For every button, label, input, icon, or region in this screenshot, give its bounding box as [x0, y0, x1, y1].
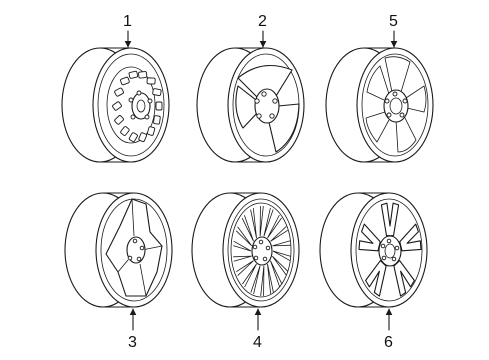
wheel-6-split-spoke: 6 — [319, 192, 428, 351]
wheel-slot — [112, 101, 122, 111]
wheel-spoke — [267, 214, 282, 239]
wheel-spoke — [267, 263, 274, 294]
callout-2: 2 — [258, 13, 267, 30]
wheel-slot — [138, 132, 147, 143]
callout-3: 3 — [128, 334, 137, 351]
alloy-wheel-5-spoke-flat-icon — [64, 192, 173, 308]
wheel-slot — [155, 101, 163, 111]
wheel-spoke — [263, 207, 274, 237]
wheel-slot — [120, 126, 130, 136]
wheel-3-five-spoke-flat: 3 — [64, 192, 173, 351]
wheel-spoke — [272, 255, 289, 276]
wheel-spoke — [259, 206, 264, 237]
wheel-spoke — [233, 255, 252, 262]
wheel-slot — [120, 76, 130, 86]
wheel-slot — [152, 88, 162, 96]
wheel-spoke — [260, 265, 265, 296]
wheel-slot — [114, 115, 124, 125]
wheel-spoke — [235, 226, 252, 247]
wheel-spoke — [242, 263, 257, 288]
alloy-wheel-5-spoke-icon — [325, 47, 434, 163]
wheel-slot — [147, 126, 156, 136]
wheel-spoke — [233, 240, 252, 252]
wheel-spoke — [250, 208, 257, 239]
callout-1: 1 — [123, 13, 132, 30]
wheel-spoke — [399, 223, 422, 252]
wheel-slot — [128, 132, 138, 143]
wheel-spoke — [272, 250, 291, 262]
callout-5: 5 — [389, 13, 398, 30]
wheel-2-three-spoke: 2 — [196, 13, 305, 163]
wheel-slot — [138, 71, 148, 79]
wheel-spoke — [270, 226, 288, 242]
steel-wheel-slotted-icon — [61, 47, 170, 163]
wheel-slot — [146, 77, 156, 85]
alloy-wheel-3-spoke-icon — [196, 47, 305, 163]
wheel-slot — [153, 115, 161, 125]
wheel-spoke — [250, 265, 261, 295]
wheel-spoke — [358, 223, 381, 252]
wheel-5-five-spoke: 5 — [325, 13, 434, 163]
wheel-spoke — [272, 240, 291, 247]
wheel-spoke — [380, 202, 400, 237]
wheel-spoke — [365, 260, 387, 297]
wheel-slot — [128, 70, 139, 79]
alloy-wheel-multi-spoke-icon — [191, 192, 300, 308]
alloy-wheel-split-spoke-icon — [319, 192, 428, 308]
wheel-spoke — [270, 260, 283, 287]
wheel-spoke — [241, 215, 254, 242]
wheel-4-multi-spoke: 4 — [191, 192, 300, 351]
wheel-1-steel-slotted: 1 — [61, 13, 170, 163]
callout-6: 6 — [384, 334, 393, 351]
callout-4: 4 — [253, 334, 262, 351]
wheel-spoke — [236, 260, 254, 276]
wheel-slot — [114, 87, 124, 97]
wheel-spoke — [393, 260, 415, 297]
